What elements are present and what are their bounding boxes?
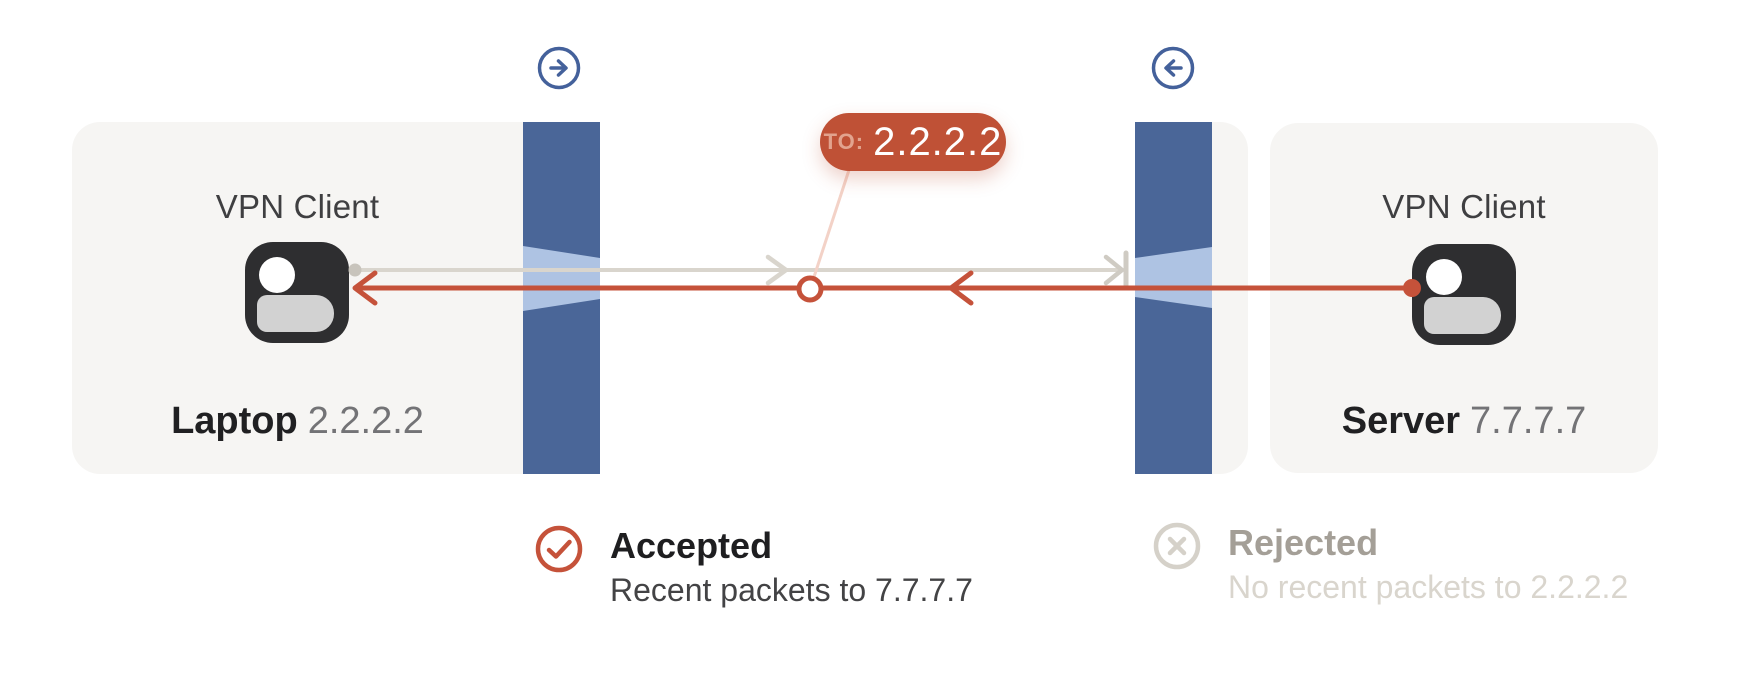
packet-destination-badge: TO: 2.2.2.2 [820,113,1006,171]
laptop-role-label: VPN Client [215,188,380,225]
laptop-name: Laptop [171,400,298,442]
laptop-address: 2.2.2.2 [307,400,424,442]
accepted-subtitle: Recent packets to 7.7.7.7 [610,572,973,609]
arrow-left-circle-icon [1151,46,1195,90]
x-circle-icon [1153,522,1201,570]
check-circle-icon [535,525,583,573]
badge-connector-line [811,169,851,281]
inbound-direction-chevron [948,270,974,306]
rejected-status: Rejected No recent packets to 2.2.2.2 [1228,521,1628,607]
arrow-right-circle-icon [537,46,581,90]
packet-position-marker [796,275,824,303]
user-head-icon [259,257,295,293]
badge-prefix-label: TO: [823,129,865,154]
rejected-subtitle: No recent packets to 2.2.2.2 [1228,569,1629,606]
server-role-label: VPN Client [1382,188,1546,225]
outbound-origin-dot [348,263,362,277]
inbound-origin-dot [1403,279,1421,297]
user-head-icon [1426,259,1462,295]
vpn-client-icon [1412,244,1516,345]
blocked-arrowhead [1103,254,1125,286]
badge-address: 2.2.2.2 [873,119,1003,164]
accepted-title: Accepted [610,525,773,566]
right-firewall-opening [1135,247,1212,308]
outbound-direction-chevron [765,254,789,286]
vpn-client-icon [245,242,349,343]
server-name: Server [1341,400,1461,442]
left-firewall-opening [523,246,600,311]
rejected-title: Rejected [1228,522,1379,563]
user-body-icon [257,295,334,332]
user-body-icon [1424,297,1501,334]
accepted-status: Accepted Recent packets to 7.7.7.7 [610,524,973,610]
server-address: 7.7.7.7 [1470,400,1587,442]
inbound-arrowhead [352,270,378,306]
